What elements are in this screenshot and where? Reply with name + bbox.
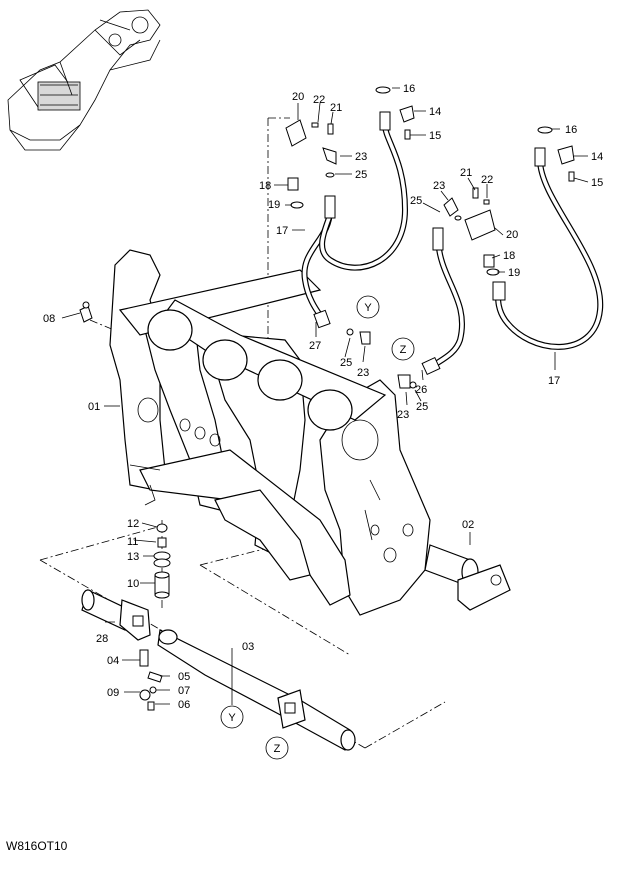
pin-02 bbox=[424, 544, 511, 611]
callout-08: 08 bbox=[43, 313, 55, 325]
callout-18b: 18 bbox=[503, 250, 515, 262]
coupler-frame bbox=[109, 249, 431, 616]
callout-14b: 14 bbox=[591, 151, 603, 163]
drawing-code: W816OT10 bbox=[6, 839, 68, 853]
hoses bbox=[301, 111, 604, 376]
view-marker-z-upper: Z bbox=[391, 337, 415, 361]
callout-10: 10 bbox=[127, 578, 139, 590]
callout-25c: 25 bbox=[410, 195, 422, 207]
callout-17b: 17 bbox=[548, 375, 560, 387]
shaft-stack bbox=[153, 523, 171, 599]
callout-12: 12 bbox=[127, 518, 139, 530]
callout-19b: 19 bbox=[508, 267, 520, 279]
part-callouts: 08 01 02 12 11 13 10 28 03 04 05 07 09 0… bbox=[43, 83, 603, 711]
callout-22b: 22 bbox=[481, 174, 493, 186]
callout-17a: 17 bbox=[276, 225, 288, 237]
svg-text:Y: Y bbox=[364, 302, 372, 314]
callout-11: 11 bbox=[127, 536, 138, 548]
callout-25a: 25 bbox=[355, 169, 367, 181]
callout-23a: 23 bbox=[355, 151, 367, 163]
callout-07: 07 bbox=[178, 685, 190, 697]
callout-20b: 20 bbox=[506, 229, 518, 241]
callout-23c: 23 bbox=[433, 180, 445, 192]
view-marker-y-upper: Y bbox=[356, 295, 380, 319]
callout-19a: 19 bbox=[268, 199, 280, 211]
lower-lock-assembly bbox=[81, 589, 356, 751]
svg-text:Z: Z bbox=[400, 344, 407, 356]
callout-22a: 22 bbox=[313, 94, 325, 106]
callout-25b: 25 bbox=[340, 357, 352, 369]
callout-16a: 16 bbox=[403, 83, 415, 95]
fittings bbox=[285, 86, 575, 389]
callout-20a: 20 bbox=[292, 91, 304, 103]
callout-18a: 18 bbox=[259, 180, 271, 192]
callout-14a: 14 bbox=[429, 106, 441, 118]
callout-13: 13 bbox=[127, 551, 139, 563]
callout-03: 03 bbox=[242, 641, 254, 653]
callout-16b: 16 bbox=[565, 124, 577, 136]
machine-location-thumbnail bbox=[7, 9, 161, 151]
callout-05: 05 bbox=[178, 671, 190, 683]
callout-09: 09 bbox=[107, 687, 119, 699]
svg-text:Y: Y bbox=[228, 712, 236, 724]
callout-04: 04 bbox=[107, 655, 119, 667]
callout-27: 27 bbox=[309, 340, 321, 352]
view-marker-z-lower: Z bbox=[265, 736, 289, 760]
callout-02: 02 bbox=[462, 519, 474, 531]
callout-25d: 25 bbox=[416, 401, 428, 413]
view-marker-y-lower: Y bbox=[220, 705, 244, 729]
callout-21b: 21 bbox=[460, 167, 472, 179]
callout-21a: 21 bbox=[330, 102, 342, 114]
svg-text:Z: Z bbox=[274, 743, 281, 755]
callout-01: 01 bbox=[88, 401, 100, 413]
callout-23b: 23 bbox=[357, 367, 369, 379]
callout-26: 26 bbox=[415, 384, 427, 396]
callout-23d: 23 bbox=[397, 409, 409, 421]
callout-leaders bbox=[61, 87, 589, 705]
callout-06: 06 bbox=[178, 699, 190, 711]
callout-28: 28 bbox=[96, 633, 108, 645]
grease-nipple-08 bbox=[79, 301, 93, 323]
callout-15a: 15 bbox=[429, 130, 441, 142]
callout-15b: 15 bbox=[591, 177, 603, 189]
